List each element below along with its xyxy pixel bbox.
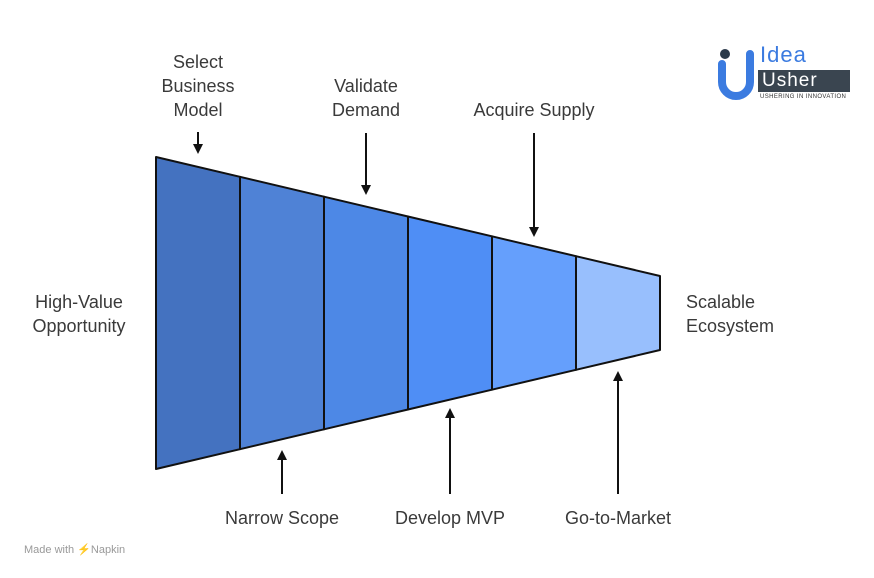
footer-text: Made with [24, 544, 75, 556]
funnel-segment-2 [239, 175, 325, 451]
label-validate-demand: Validate Demand [331, 76, 401, 120]
footer-brand: Napkin [90, 544, 126, 556]
label-develop-mvp: Develop MVP [394, 508, 506, 528]
logo-line1: Idea [760, 42, 807, 67]
funnel-segment-6 [575, 255, 661, 371]
logo-line2: Usher [758, 70, 850, 92]
idea-usher-logo: Idea Usher USHERING IN INNOVATION [716, 42, 852, 104]
left-label: High-Value Opportunity [32, 292, 126, 336]
right-label: Scalable Ecosystem [686, 292, 775, 336]
label-acquire-supply: Acquire Supply [473, 100, 595, 120]
logo-tagline: USHERING IN INNOVATION [760, 94, 847, 100]
funnel-segment-1 [155, 156, 241, 470]
napkin-icon: ⚡ [77, 544, 91, 556]
label-go-to-market: Go-to-Market [564, 508, 672, 528]
funnel-segment-4 [407, 215, 493, 411]
footer-credit: Made with ⚡Napkin [24, 543, 125, 556]
label-select-business-model: Select Business Model [161, 52, 235, 120]
funnel-segment-5 [491, 235, 577, 391]
label-narrow-scope: Narrow Scope [224, 508, 340, 528]
funnel-segment-3 [323, 195, 409, 431]
